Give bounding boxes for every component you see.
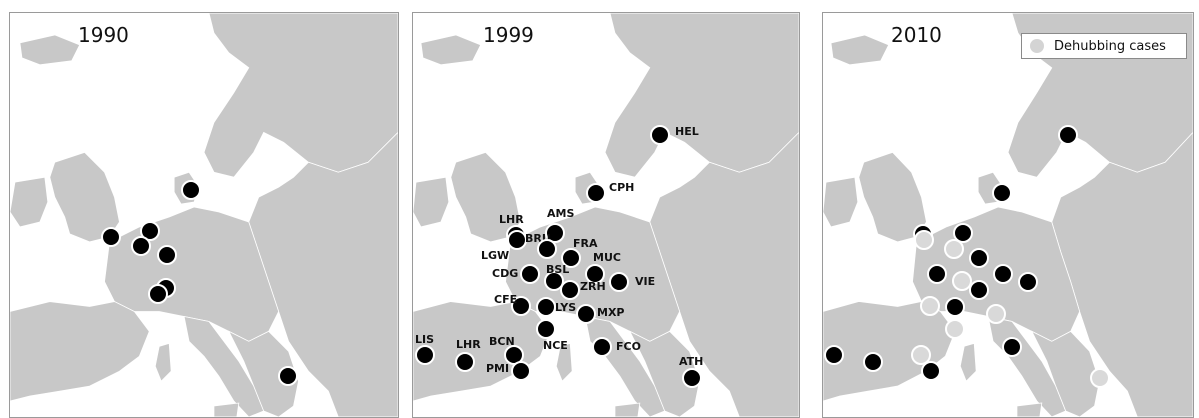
airport-code: PMI [486, 362, 510, 375]
airport-dot-lis [415, 345, 435, 365]
airport-dot [157, 245, 177, 265]
airport-dot [1018, 272, 1038, 292]
dehub-dot [914, 230, 934, 250]
airport-code: LIS [415, 333, 435, 346]
map-panel-2010: 2010 Dehubbing cases [822, 12, 1194, 418]
airport-code: BSL [546, 263, 570, 276]
europe-landmass [10, 13, 398, 417]
airport-dot [993, 264, 1013, 284]
airport-dot-fco [592, 337, 612, 357]
map-panel-1999: 1999 HEL CPH AMS LHR BRU FRA LGW MUC CDG… [412, 12, 800, 418]
dehub-dot [920, 296, 940, 316]
legend: Dehubbing cases [1021, 33, 1187, 59]
airport-dot-vie [609, 272, 629, 292]
airport-code: LGW [481, 249, 510, 262]
legend-label: Dehubbing cases [1054, 38, 1166, 54]
airport-dot [863, 352, 883, 372]
airport-dot [927, 264, 947, 284]
map-panel-1990: 1990 [9, 12, 399, 418]
airport-code: LYS [555, 301, 577, 314]
airport-dot [969, 280, 989, 300]
year-label: 1990 [78, 23, 129, 47]
airport-code: FRA [573, 237, 598, 250]
airport-code: VIE [635, 275, 656, 288]
airport-code: LHR [499, 213, 524, 226]
airport-code: CDG [492, 267, 519, 280]
airport-code: CPH [609, 181, 635, 194]
airport-code: BCN [489, 335, 515, 348]
airport-code: NCE [543, 339, 568, 352]
airport-dot [1002, 337, 1022, 357]
airport-dot-bru-area [507, 230, 527, 250]
airport-dot [992, 183, 1012, 203]
dehub-dot [945, 319, 965, 339]
airport-code: MXP [597, 306, 625, 319]
airport-code: ATH [679, 355, 704, 368]
dehub-dot [1090, 368, 1110, 388]
dehub-dot [986, 304, 1006, 324]
dehub-dot [944, 239, 964, 259]
airport-dot [921, 361, 941, 381]
airport-dot [148, 284, 168, 304]
airport-code: ZRH [580, 280, 606, 293]
airport-dot-zrh [560, 280, 580, 300]
airport-dot [824, 345, 844, 365]
airport-dot [969, 248, 989, 268]
dehub-dot [911, 345, 931, 365]
airport-dot [278, 366, 298, 386]
airport-code: FCO [616, 340, 641, 353]
airport-code: CFE [494, 293, 518, 306]
airport-dot-fra [561, 248, 581, 268]
airport-dot-cdg [520, 264, 540, 284]
airport-dot-mad [455, 352, 475, 372]
airport-dot-ath [682, 368, 702, 388]
airport-dot-nce [536, 319, 556, 339]
airport-dot-lys [536, 297, 556, 317]
airport-dot-hel [650, 125, 670, 145]
airport-code: HEL [675, 125, 699, 138]
airport-code: MUC [593, 251, 621, 264]
airport-dot [953, 223, 973, 243]
airport-dot [131, 236, 151, 256]
airport-dot [945, 297, 965, 317]
airport-dot [181, 180, 201, 200]
airport-dot [101, 227, 121, 247]
airport-dot-cph [586, 183, 606, 203]
airport-dot-pmi [511, 361, 531, 381]
light-circle-icon [1030, 39, 1044, 53]
airport-dot-cfe [511, 296, 531, 316]
airport-code: LHR [456, 338, 481, 351]
airport-dot [1058, 125, 1078, 145]
airport-dot-bru [537, 239, 557, 259]
year-label: 1999 [483, 23, 534, 47]
dehub-dot [952, 271, 972, 291]
airport-dot-muc [585, 264, 605, 284]
airport-code: AMS [547, 207, 575, 220]
airport-dot-mxp [576, 304, 596, 324]
year-label: 2010 [891, 23, 942, 47]
